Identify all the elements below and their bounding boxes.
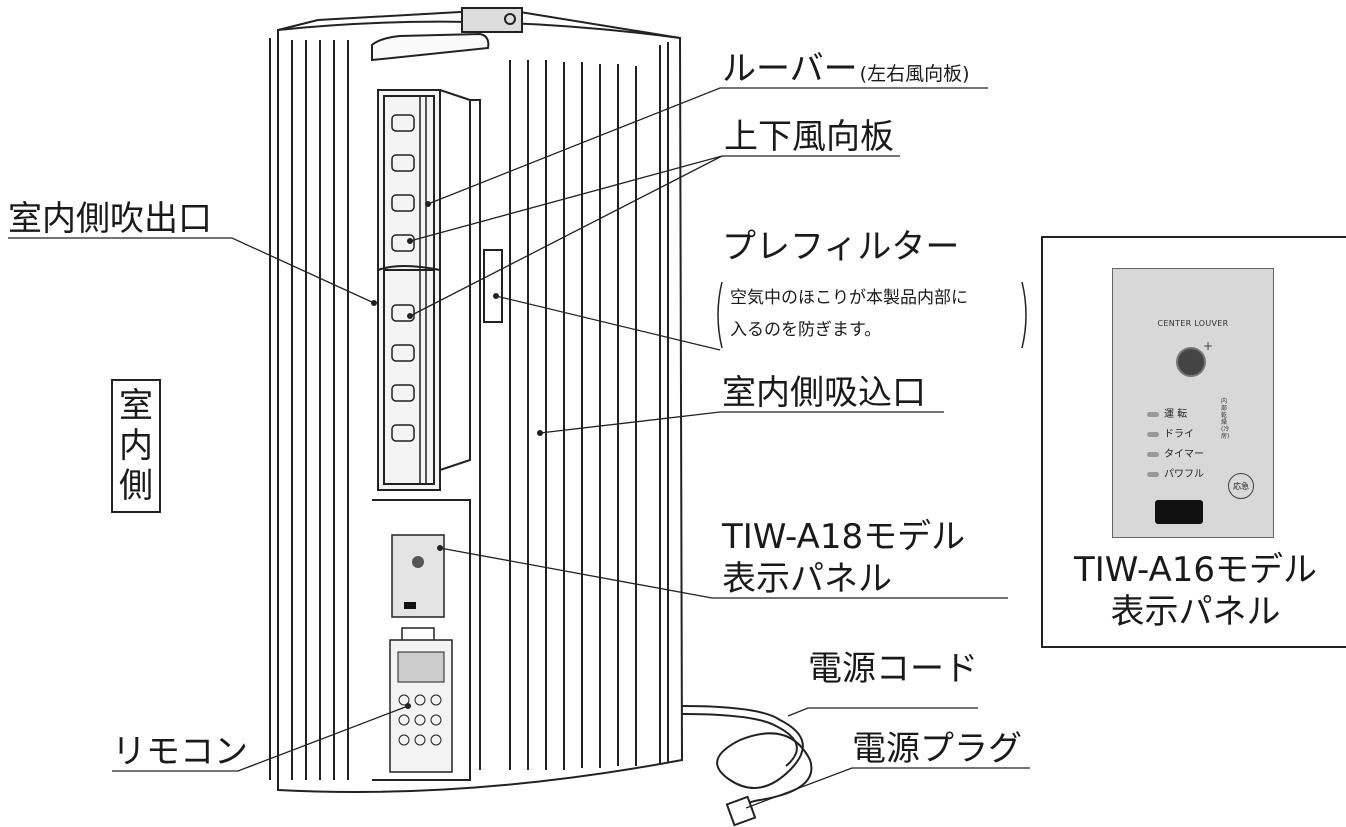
inset-caption-2: 表示パネル [1110,592,1281,632]
emergency-button[interactable]: 応急 [1228,473,1254,499]
panel-title: CENTER LOUVER [1157,319,1229,328]
leader-remote [112,705,409,772]
label-a18-panel-2: 表示パネル [722,559,892,599]
label-remote: リモコン [112,732,248,772]
leader-updown-2 [409,155,723,317]
label-a18-panel-1: TIW-A18モデル [722,517,966,557]
label-indoor-outlet: 室内側吹出口 [8,199,212,239]
indoor-side-char-3: 側 [119,466,153,506]
brand-logo-icon [1176,339,1213,377]
inset-caption-1: TIW-A16モデル [1073,550,1318,590]
label-updown-vane: 上下風向板 [724,117,894,157]
leader-prefilter [495,295,721,351]
indicator-dry: ドライ [1147,425,1194,440]
indicator-run: 運 転 内部乾燥(冷房) [1147,398,1229,440]
indicator-run-sub-2: (冷房) [1221,426,1230,440]
leader-outlet [8,237,375,304]
indicator-run-sub: 内部乾燥(冷房) [1221,398,1229,440]
label-prefilter-note-1: 空気中のほこりが本製品内部に [730,288,968,308]
label-indoor-inlet: 室内側吸込口 [722,373,926,413]
indoor-side-box: 室 内 側 [111,379,161,513]
label-prefilter: プレフィルター [722,227,960,267]
indicator-dry-label: ドライ [1164,429,1194,440]
leader-cord [787,707,978,717]
led-icon [1147,471,1159,477]
indicator-run-label: 運 転 [1164,409,1188,420]
prefilter-tab [483,249,503,323]
indicator-timer: タイマー [1147,445,1204,460]
leader-inlet [539,411,944,434]
label-prefilter-note-2: 入るのを防ぎます。 [730,320,882,340]
indoor-side-char-2: 内 [119,426,153,466]
remote-receiver [1155,500,1203,524]
indicator-powerful-label: パワフル [1164,469,1204,480]
indoor-side-char-1: 室 [119,386,153,426]
label-power-cord: 電源コード [808,649,978,689]
power-plug [725,795,757,827]
label-louver-note: (左右風向板) [859,63,970,85]
label-power-plug: 電源プラグ [852,729,1022,769]
outlet-window [377,89,441,491]
indicator-timer-label: タイマー [1164,449,1204,460]
led-icon [1147,431,1159,437]
leader-a18 [439,547,1008,599]
label-louver-text: ルーバー [722,49,858,89]
indicator-powerful: パワフル [1147,465,1204,480]
a18-small-panel [391,534,445,618]
top-handle [461,7,523,33]
label-louver: ルーバー(左右風向板) [722,52,970,86]
leader-plug [745,767,1030,809]
leader-louver [427,87,988,205]
led-icon [1147,451,1159,457]
indicator-run-sub-1: 内部乾燥 [1221,398,1228,426]
led-icon [1147,411,1159,417]
